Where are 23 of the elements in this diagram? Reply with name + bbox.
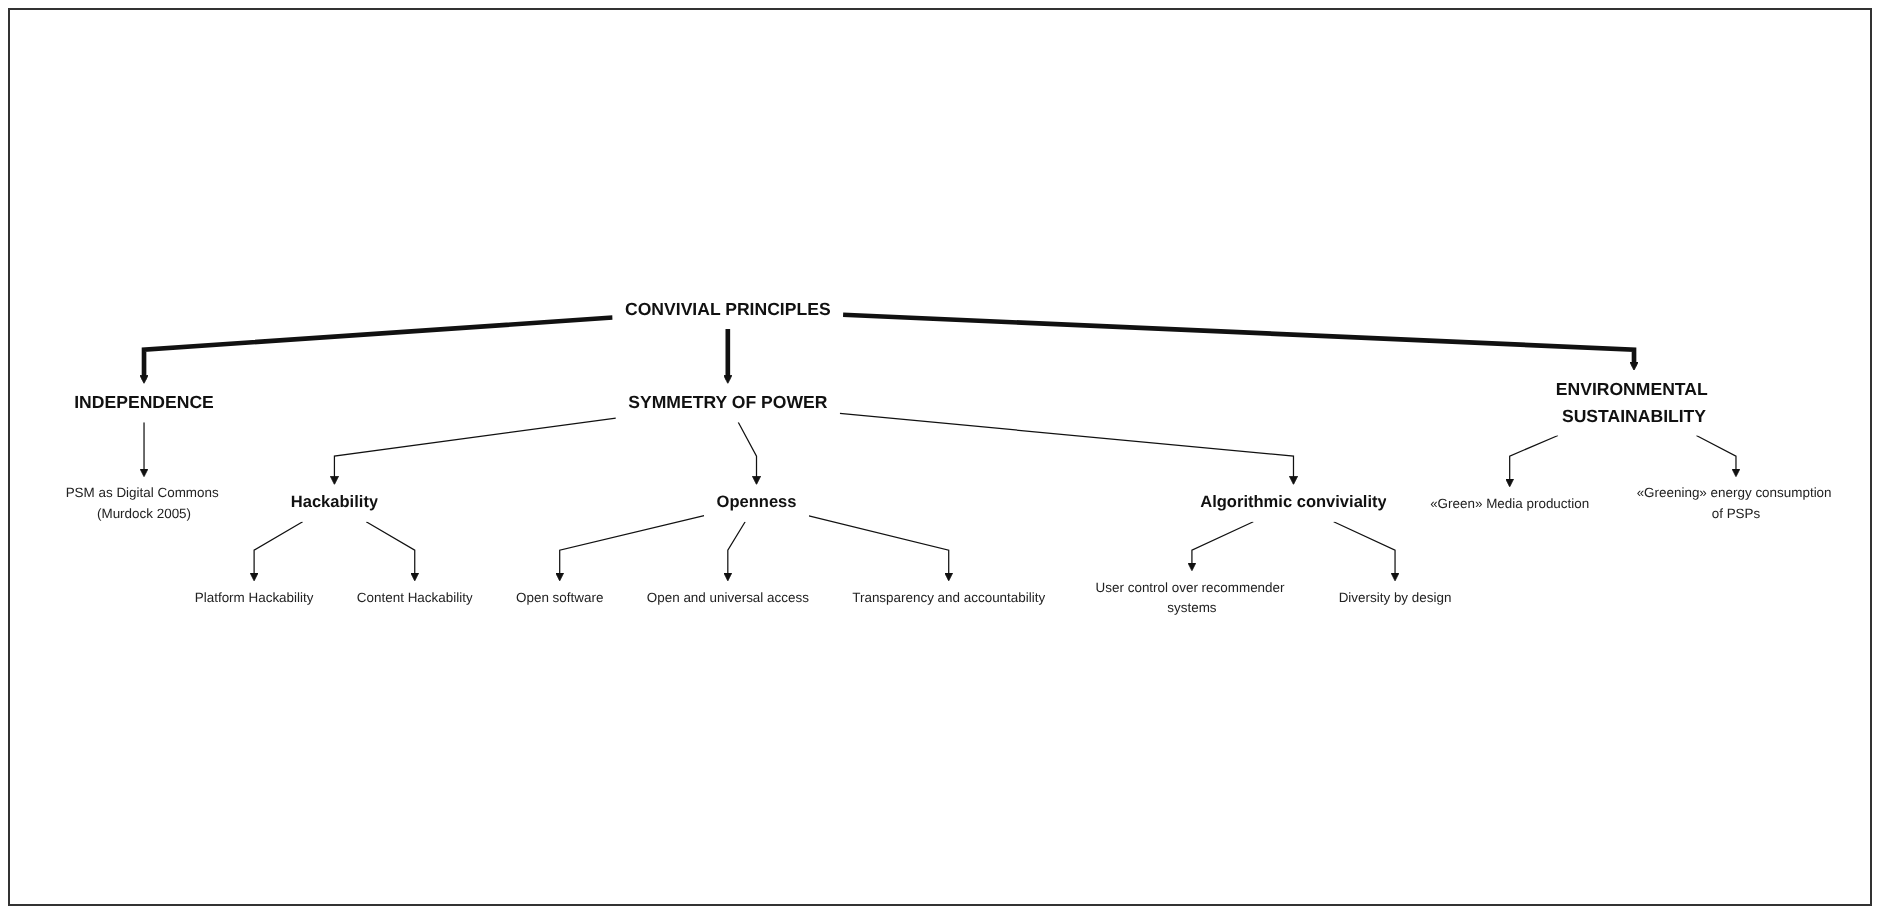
arrow: [1333, 521, 1400, 582]
arrow: [723, 329, 733, 385]
node-text: SYMMETRY OF POWER: [628, 392, 828, 413]
arrow: [249, 521, 304, 582]
node-text: INDEPENDENCE: [74, 392, 214, 413]
arrow: [139, 421, 149, 478]
arrow: [808, 515, 954, 582]
arrow: [842, 312, 1639, 371]
arrow: [555, 515, 705, 582]
arrow: [839, 412, 1299, 486]
arrow: [1505, 434, 1559, 488]
arrow: [1187, 521, 1254, 572]
node-text: Hackability: [290, 493, 379, 512]
arrow: [139, 315, 613, 385]
arrow: [365, 521, 420, 582]
node-text: CONVIVIAL PRINCIPLES: [624, 299, 831, 320]
arrow: [737, 421, 762, 486]
node-text: ENVIRONMENTAL SUSTAINABILITY: [1555, 379, 1708, 426]
node-text: Openness: [716, 493, 797, 512]
arrow: [1695, 434, 1741, 478]
node-text: Algorithmic conviviality: [1200, 493, 1387, 512]
arrow: [329, 417, 617, 486]
arrow: [723, 521, 746, 582]
